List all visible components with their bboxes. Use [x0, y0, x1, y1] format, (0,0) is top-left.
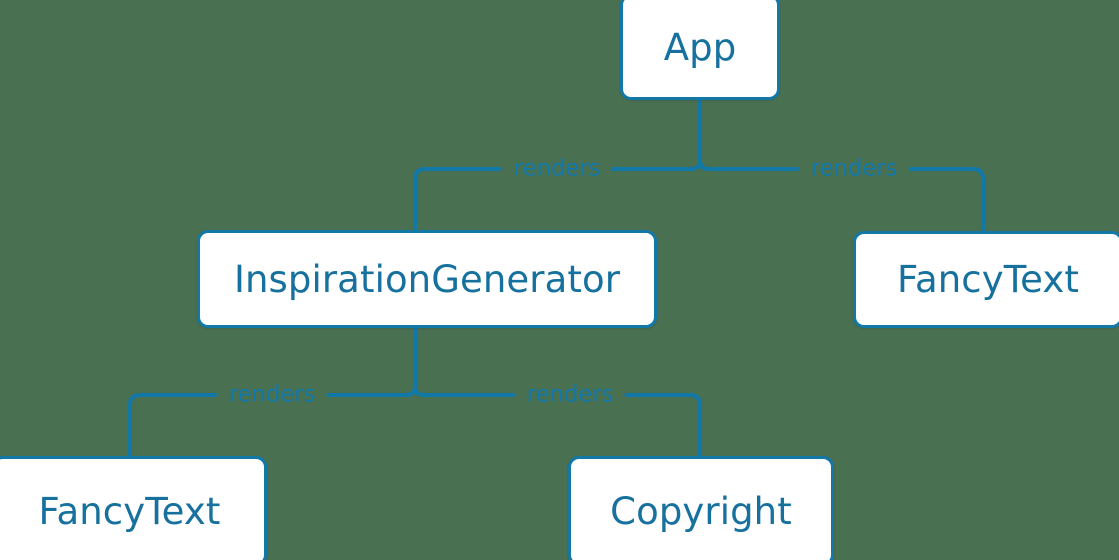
- node-fancytext-right-label: FancyText: [897, 258, 1079, 301]
- node-app-label: App: [663, 25, 737, 69]
- edge-label-renders-app-fancytext: renders: [798, 157, 910, 181]
- edge-app-stem: [698, 100, 710, 171]
- edge-label-renders-inspiration-fancytext: renders: [216, 383, 328, 407]
- node-app[interactable]: App: [620, 0, 780, 100]
- edge-label-renders-inspiration-copyright: renders: [514, 383, 626, 407]
- node-fancytext-left-label: FancyText: [38, 489, 221, 533]
- node-fancytext-right[interactable]: FancyText: [853, 231, 1119, 328]
- node-copyright[interactable]: Copyright: [568, 456, 834, 560]
- node-inspiration-generator[interactable]: InspirationGenerator: [197, 230, 657, 328]
- edge-label-renders-app-inspiration: renders: [501, 157, 613, 181]
- edge-inspiration-stem: [413, 328, 425, 397]
- edge-app-stem-left: [690, 159, 702, 171]
- edge-inspiration-stem-left: [405, 385, 417, 397]
- node-fancytext-left[interactable]: FancyText: [0, 456, 267, 560]
- node-inspiration-generator-label: InspirationGenerator: [233, 257, 621, 301]
- node-copyright-label: Copyright: [610, 489, 792, 533]
